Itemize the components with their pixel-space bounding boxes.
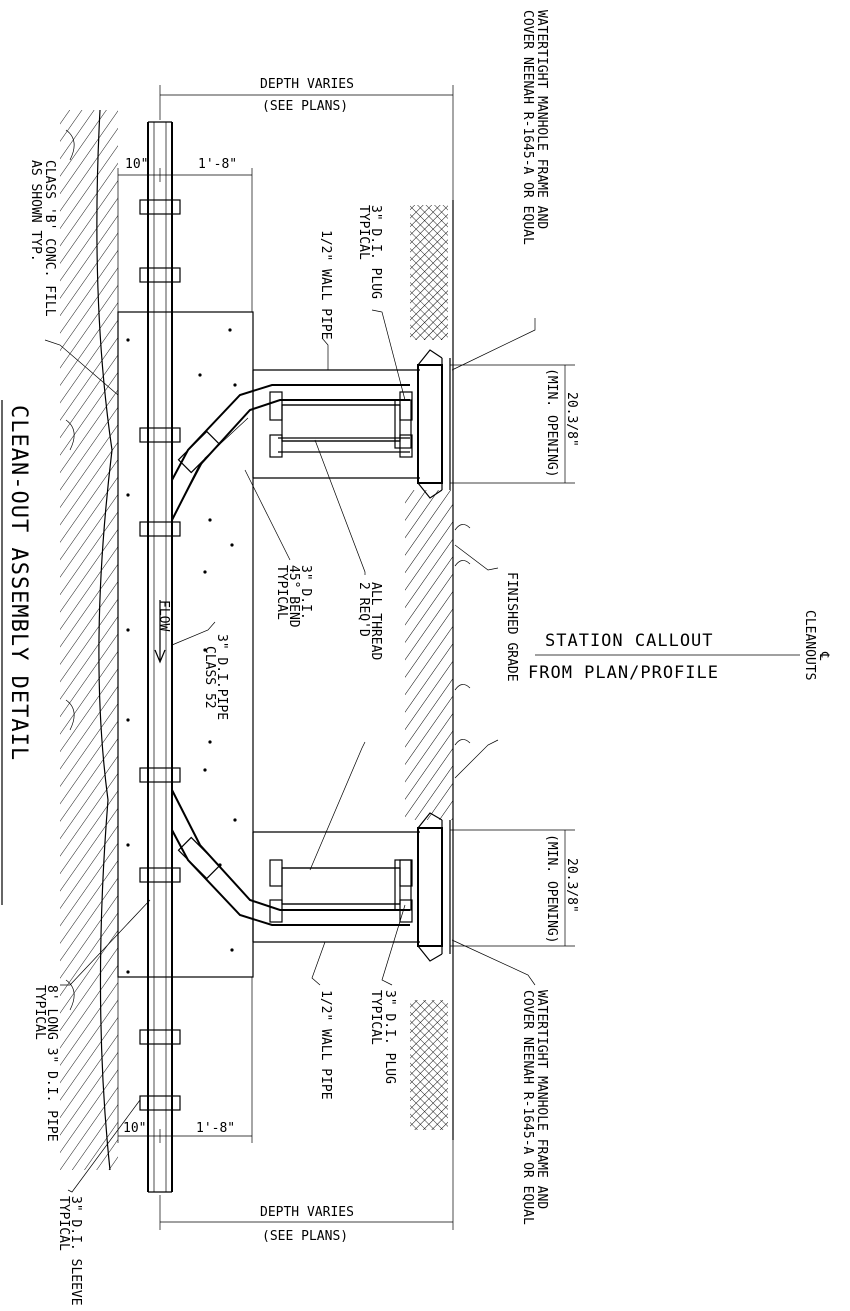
upper-branch <box>171 384 413 521</box>
dimension-lines <box>117 85 575 1230</box>
soil-hatch-grade <box>405 200 454 1140</box>
plug-bottom-2: TYPICAL <box>368 990 383 1045</box>
lower-wall-pipe <box>252 831 420 943</box>
station-line1: STATION CALLOUT <box>545 631 714 651</box>
wall-pipe-bottom: 1/2" WALL PIPE <box>318 990 333 1100</box>
plug-bottom-1: 3" D.I. PLUG <box>382 990 397 1084</box>
manhole-top-1: WATERTIGHT MANHOLE FRAME AND <box>534 10 549 229</box>
offset-top-left: 10" <box>125 157 148 172</box>
offset-top-right: 1'-8" <box>198 157 237 172</box>
upper-manhole-frame <box>417 349 451 499</box>
soil-hatch-left <box>60 109 118 1171</box>
wall-pipe-top: 1/2" WALL PIPE <box>318 230 333 340</box>
dipipe-1: 3" D.I.PIPE <box>214 634 229 720</box>
long-pipe-2: TYPICAL <box>32 985 47 1040</box>
thread-1: ALL THREAD <box>368 582 383 660</box>
opening-bottom: 20.3/8" <box>564 858 579 913</box>
pipe-joints <box>139 199 181 1111</box>
depth-varies-bottom: DEPTH VARIES <box>260 1205 354 1220</box>
conc-fill-2: AS SHOWN TYP. <box>28 160 43 262</box>
station-marker: ℄ <box>816 651 831 661</box>
station-line2: FROM PLAN/PROFILE <box>528 663 719 683</box>
station-cleanouts: CLEANOUTS <box>802 610 817 680</box>
dipipe-2: CLASS 52 <box>202 646 217 709</box>
opening-top: 20.3/8" <box>564 392 579 447</box>
manhole-bottom-2: COVER NEENAH R-1645-A OR EQUAL <box>520 990 535 1225</box>
plug-top-1: 3" D.I. PLUG <box>368 205 383 299</box>
bend-1: 3" D.I. <box>298 565 313 620</box>
sleeve-1: 3" D.I. SLEEVE <box>68 1196 83 1306</box>
offset-bottom-right: 1'-8" <box>196 1121 235 1136</box>
flow-label: FLOW <box>156 600 171 631</box>
see-plans-bottom: (SEE PLANS) <box>262 1229 348 1244</box>
leader-lines <box>44 309 800 1193</box>
lower-branch <box>171 789 413 926</box>
min-opening-bottom: (MIN. OPENING) <box>544 834 559 944</box>
finished-grade: FINISHED GRADE <box>504 572 519 682</box>
long-pipe-1: 8' LONG 3" D.I. PIPE <box>44 985 59 1142</box>
manhole-top-2: COVER NEENAH R-1645-A OR EQUAL <box>520 10 535 245</box>
lower-manhole-frame <box>417 812 451 962</box>
bend-3: TYPICAL <box>274 565 289 620</box>
drawing-title: CLEAN-OUT ASSEMBLY DETAIL <box>6 405 31 761</box>
concrete-fill-block <box>117 311 254 978</box>
conc-fill-1: CLASS 'B' CONC. FILL <box>42 160 57 317</box>
upper-wall-pipe <box>252 369 420 479</box>
offset-bottom-left: 10" <box>123 1121 146 1136</box>
main-pipe <box>139 121 181 1193</box>
sleeve-2: TYPICAL <box>56 1196 71 1251</box>
see-plans-top: (SEE PLANS) <box>262 99 348 114</box>
min-opening-top: (MIN. OPENING) <box>544 368 559 478</box>
plug-top-2: TYPICAL <box>356 205 371 260</box>
labels: DEPTH VARIES (SEE PLANS) DEPTH VARIES (S… <box>1 10 831 1306</box>
thread-2: 2 REQ'D <box>356 582 371 637</box>
manhole-bottom-1: WATERTIGHT MANHOLE FRAME AND <box>534 990 549 1209</box>
depth-varies-top: DEPTH VARIES <box>260 77 354 92</box>
bend-2: 45° BEND <box>286 565 301 628</box>
